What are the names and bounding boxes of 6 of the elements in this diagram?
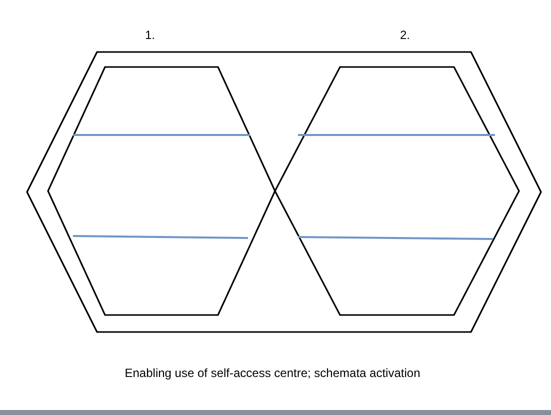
hexagon-outline <box>275 67 519 315</box>
hexagon-outline <box>27 52 541 332</box>
hexagon-outline <box>48 67 275 315</box>
number-label: 2. <box>400 28 410 42</box>
number-label: 1. <box>145 28 156 42</box>
caption-text: Enabling use of self-access centre; schemata activation <box>124 366 420 380</box>
